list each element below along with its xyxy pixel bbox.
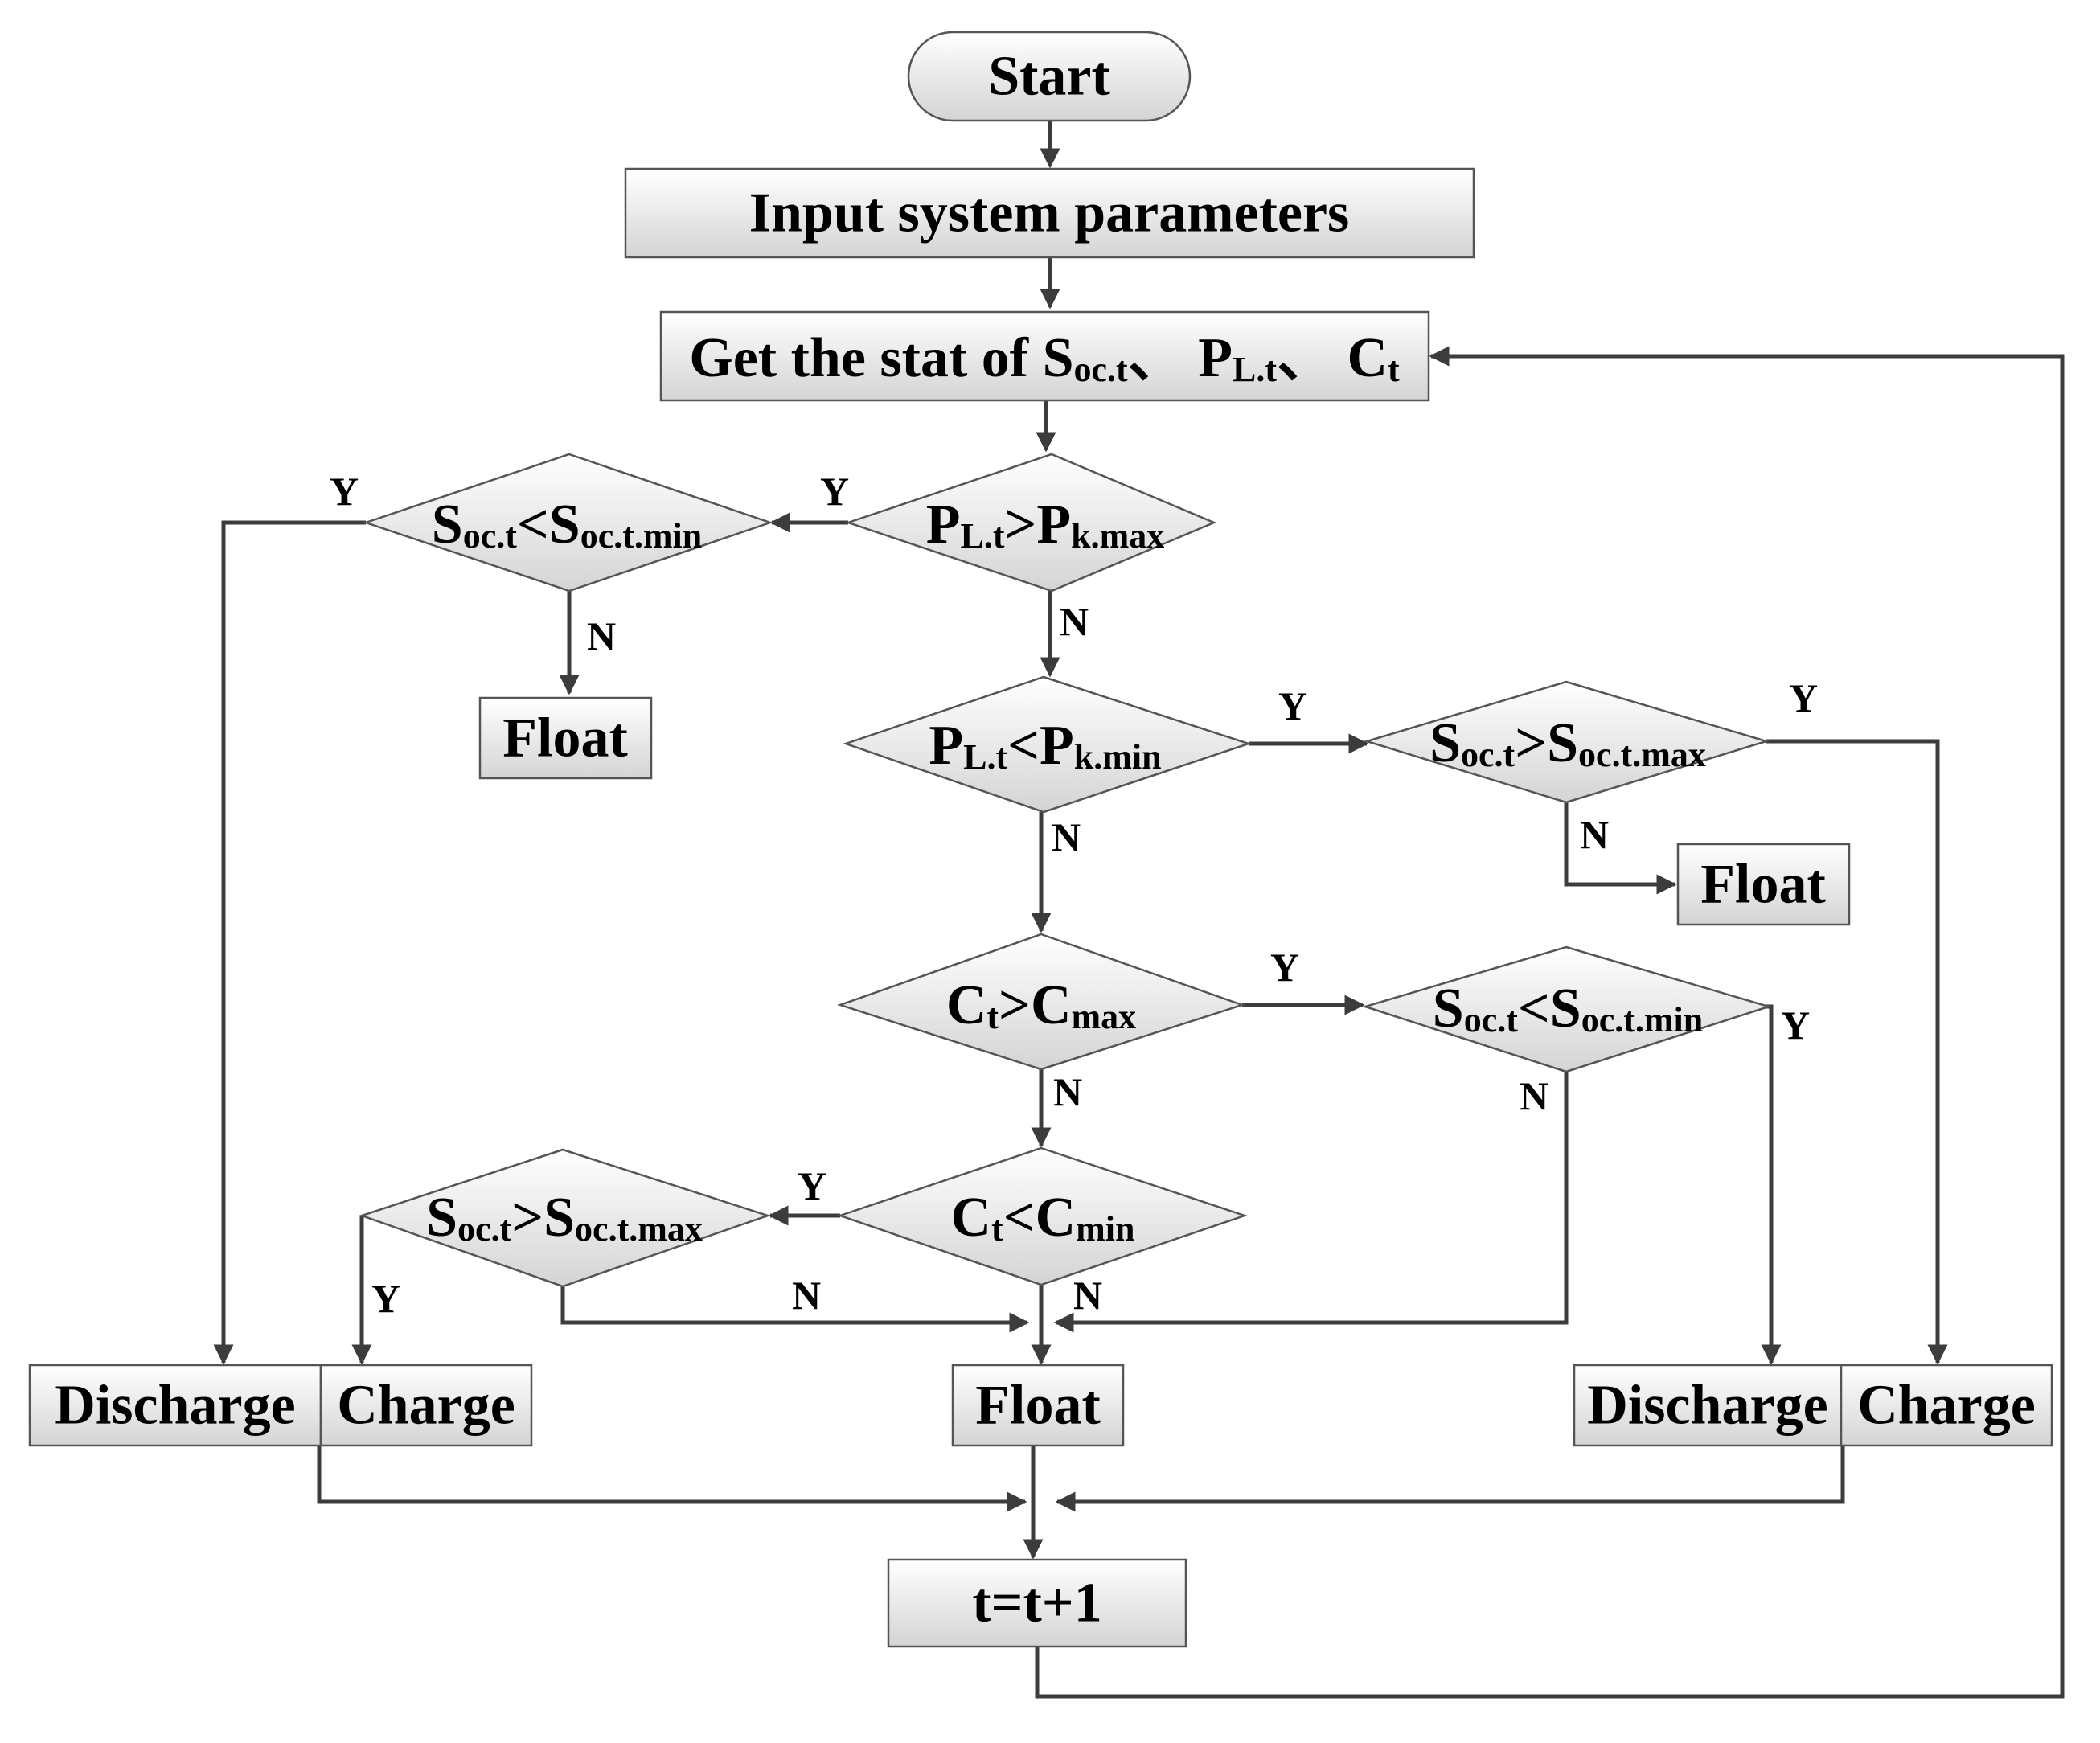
input-parameters-label: Input system parameters: [749, 183, 1350, 244]
edge-label-yes: Y: [1270, 945, 1299, 990]
decision-ct-lt-cmin-label: Ct<Cmin: [950, 1187, 1134, 1249]
decision-soc-gt-max-left: Soc.t>Soc.t.max: [359, 1148, 771, 1288]
decision-pl-lt-pkmin-label: PL.t<Pk.min: [929, 715, 1161, 777]
edge-label-yes: Y: [1789, 675, 1818, 720]
float-label-center: Float: [975, 1375, 1101, 1437]
discharge-box-right: Discharge: [1573, 1364, 1843, 1447]
start-label: Start: [988, 46, 1110, 108]
arrow-left-outputs-merge: [317, 1446, 1027, 1512]
edge-label-no: N: [1060, 599, 1089, 644]
arrow-right-outputs-merge: [1055, 1446, 1845, 1512]
edge-label-no: N: [792, 1273, 821, 1318]
charge-box-left: Charge: [319, 1364, 533, 1447]
decision-pl-gt-pkmax: PL.t>Pk.max: [845, 453, 1217, 593]
edge-label-yes: Y: [371, 1276, 400, 1321]
decision-soc-gt-max-right: Soc.t>Soc.t.max: [1363, 680, 1770, 804]
start-node: Start: [907, 31, 1192, 122]
discharge-label-right: Discharge: [1587, 1375, 1827, 1437]
arrow-soc-max-right-yes: [1766, 739, 1948, 1365]
edge-label-no: N: [1580, 812, 1609, 857]
edge-label-no: N: [1053, 1069, 1082, 1114]
float-box-center: Float: [951, 1364, 1125, 1447]
arrow-loop-back: [1035, 346, 2065, 1699]
decision-ct-gt-cmax: Ct>Cmax: [837, 933, 1245, 1071]
decision-ct-gt-cmax-label: Ct>Cmax: [946, 974, 1136, 1036]
decision-soc-lt-min-left: Soc.t<Soc.t.min: [363, 453, 773, 593]
increment-label: t=t+1: [972, 1573, 1101, 1634]
float-box-right: Float: [1676, 843, 1851, 926]
arrow-soc-max-left-no: [560, 1286, 1030, 1333]
decision-ct-lt-cmin: Ct<Cmin: [837, 1146, 1248, 1286]
edge-label-no: N: [1052, 814, 1081, 859]
edge-label-yes: Y: [1781, 1003, 1810, 1048]
edge-label-yes: Y: [1278, 683, 1307, 728]
edge-labels: Y Y N N Y Y N N Y Y N N Y Y N N: [330, 469, 1818, 1321]
edge-label-no: N: [1073, 1273, 1102, 1318]
decision-pl-lt-pkmin: PL.t<Pk.min: [843, 675, 1252, 814]
charge-label-right: Charge: [1857, 1375, 2036, 1437]
float-box-left: Float: [478, 696, 653, 780]
charge-label-left: Charge: [337, 1375, 515, 1437]
decision-soc-gt-max-left-label: Soc.t>Soc.t.max: [426, 1187, 703, 1249]
decision-soc-lt-min-right: Soc.t<Soc.t.min: [1361, 945, 1773, 1073]
decision-pl-gt-pkmax-label: PL.t>Pk.max: [926, 494, 1165, 556]
edge-label-no: N: [1520, 1073, 1548, 1118]
input-parameters-box: Input system parameters: [624, 167, 1475, 259]
arrow-soc-min-left-yes: [213, 520, 366, 1365]
arrow-soc-min-right-yes: [1753, 1004, 1782, 1365]
float-label-right: Float: [1700, 854, 1826, 916]
decision-soc-lt-min-left-label: Soc.t<Soc.t.min: [432, 494, 702, 556]
get-state-label: Get the stat of Soc.t、 PL.t、 Ct: [689, 327, 1400, 389]
increment-box: t=t+1: [887, 1558, 1187, 1648]
get-state-box: Get the stat of Soc.t、 PL.t、 Ct: [659, 310, 1430, 402]
discharge-label-left: Discharge: [55, 1375, 295, 1437]
edge-label-yes: Y: [798, 1163, 826, 1208]
discharge-box-left: Discharge: [28, 1364, 322, 1447]
decision-soc-lt-min-right-label: Soc.t<Soc.t.min: [1433, 978, 1703, 1040]
edge-label-yes: Y: [330, 469, 359, 514]
charge-box-right: Charge: [1840, 1364, 2053, 1447]
float-label-left: Float: [502, 707, 628, 769]
decision-soc-gt-max-right-label: Soc.t>Soc.t.max: [1429, 712, 1706, 774]
edge-label-yes: Y: [820, 469, 849, 514]
arrow-soc-min-right-no: [1053, 1072, 1569, 1333]
edge-label-no: N: [587, 613, 616, 658]
arrow-soc-max-right-no: [1564, 802, 1677, 895]
